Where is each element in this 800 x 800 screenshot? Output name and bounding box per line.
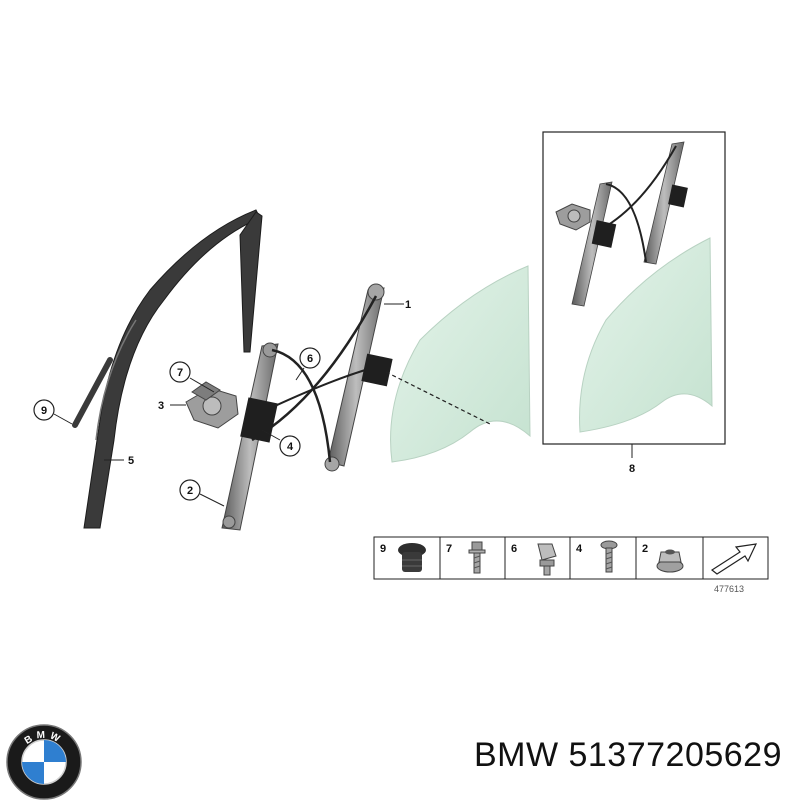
svg-text:7: 7 bbox=[177, 367, 183, 379]
part-caption: BMW 51377205629 bbox=[474, 736, 782, 775]
hex-screw-icon bbox=[468, 541, 486, 574]
callout-4: 4 bbox=[261, 429, 301, 457]
callout-5: 5 bbox=[104, 455, 134, 467]
svg-text:2: 2 bbox=[187, 485, 193, 497]
torx-screw-icon bbox=[600, 540, 618, 573]
legend-item-label: 9 bbox=[380, 543, 386, 555]
legend-item-label: 6 bbox=[511, 543, 517, 555]
callout-3: 3 bbox=[158, 400, 186, 412]
assembly-inset-box bbox=[542, 131, 726, 445]
bmw-roundel-icon: BMW bbox=[6, 724, 82, 800]
svg-text:5: 5 bbox=[128, 455, 134, 467]
callout-6: 6 bbox=[295, 347, 321, 381]
window-glass bbox=[390, 265, 531, 463]
grommet-plug-icon bbox=[398, 543, 426, 572]
flange-nut-icon bbox=[656, 549, 684, 573]
regulator-slider-block-left bbox=[240, 397, 278, 443]
window-motor bbox=[185, 381, 239, 429]
callout-1: 1 bbox=[384, 299, 411, 311]
legend-item-label: 7 bbox=[446, 543, 452, 555]
regulator-slider-block-right bbox=[361, 353, 393, 387]
brand-name: BMW bbox=[473, 736, 559, 774]
direction-arrow-icon bbox=[710, 543, 758, 575]
callout-9: 9 bbox=[33, 399, 73, 425]
assembly-reference-line bbox=[385, 371, 491, 425]
legend-item-label: 2 bbox=[642, 543, 648, 555]
callout-7: 7 bbox=[169, 361, 215, 393]
clip-screw-icon bbox=[537, 543, 557, 576]
part-number: 51377205629 bbox=[568, 736, 782, 774]
window-seal-frame bbox=[72, 209, 263, 529]
legend-item-label: 4 bbox=[576, 543, 583, 555]
svg-text:4: 4 bbox=[287, 441, 294, 453]
svg-text:1: 1 bbox=[405, 299, 411, 311]
svg-text:3: 3 bbox=[158, 400, 164, 412]
callout-2: 2 bbox=[179, 479, 225, 507]
diagram-reference-number: 477613 bbox=[714, 584, 744, 594]
svg-text:9: 9 bbox=[41, 405, 47, 417]
svg-text:8: 8 bbox=[629, 463, 635, 475]
callout-8: 8 bbox=[629, 444, 635, 475]
svg-text:6: 6 bbox=[307, 353, 313, 365]
window-regulator-rail-right bbox=[324, 283, 385, 472]
fastener-legend: 9 7 6 4 2 bbox=[373, 536, 769, 594]
